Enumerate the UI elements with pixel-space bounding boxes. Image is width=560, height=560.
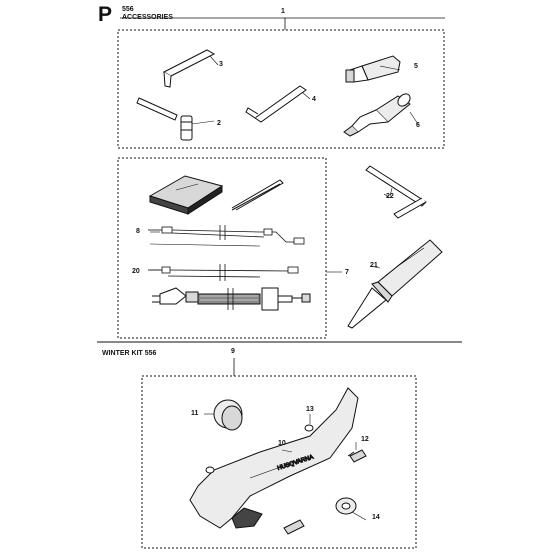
heater-harness xyxy=(152,287,311,311)
threadlock-tube xyxy=(347,239,443,329)
model-number: 556 xyxy=(122,6,134,13)
screw-lower xyxy=(283,519,305,535)
callout-3: 3 xyxy=(219,61,223,68)
cable-kit-box xyxy=(117,157,327,339)
callout-22: 22 xyxy=(386,193,394,200)
callout-20: 20 xyxy=(132,268,140,275)
callout-2: 2 xyxy=(217,120,221,127)
washer-14 xyxy=(335,497,357,515)
cable-8 xyxy=(148,225,305,247)
callout-5: 5 xyxy=(414,63,418,70)
callout-13: 13 xyxy=(306,406,314,413)
callout-21: 21 xyxy=(370,262,378,269)
grease-gun xyxy=(343,93,419,137)
grease-tube xyxy=(345,55,401,83)
callout-10: 10 xyxy=(278,440,286,447)
screw-12 xyxy=(347,449,367,463)
hex-key-22 xyxy=(365,165,427,219)
callout-6: 6 xyxy=(416,122,420,129)
winter-kit-box xyxy=(141,375,417,549)
callout-14: 14 xyxy=(372,514,380,521)
page-letter: P xyxy=(98,3,113,26)
callout-11: 11 xyxy=(191,410,199,417)
rubber-plug xyxy=(213,399,243,431)
callout-8: 8 xyxy=(136,228,140,235)
storage-box xyxy=(148,175,224,215)
callout-1: 1 xyxy=(281,8,285,15)
tweezers xyxy=(231,179,284,211)
callout-9: 9 xyxy=(231,348,235,355)
hex-key-small xyxy=(162,49,219,88)
callout-7: 7 xyxy=(345,269,349,276)
small-washer-left xyxy=(205,466,215,474)
combination-wrench xyxy=(136,97,215,141)
leader-lines xyxy=(150,187,393,521)
cable-20 xyxy=(148,264,299,281)
callout-12: 12 xyxy=(361,436,369,443)
winter-kit-title: WINTER KIT 556 xyxy=(102,350,157,357)
callout-4: 4 xyxy=(312,96,316,103)
section-title: ACCESSORIES xyxy=(122,14,173,21)
accessories-group-box xyxy=(117,17,445,149)
hex-key-long xyxy=(245,85,311,123)
small-washer xyxy=(304,424,314,432)
winter-cover: HUSQVARNA xyxy=(189,387,359,529)
